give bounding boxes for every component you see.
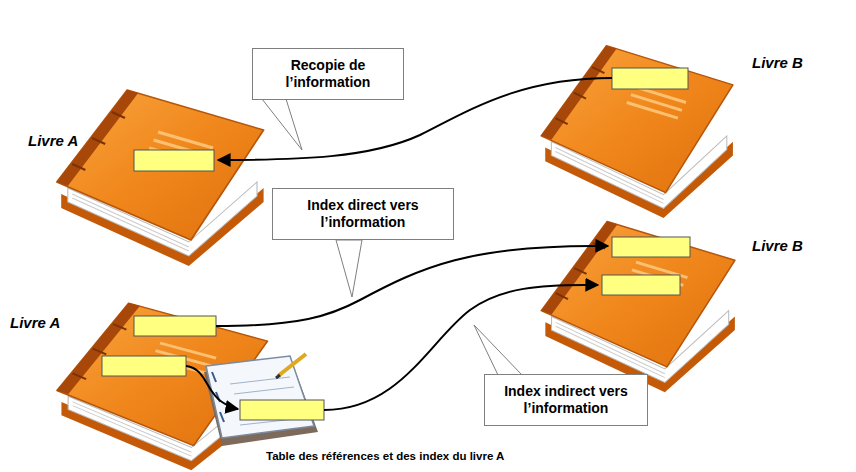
- callout-box: Recopie de l’information: [252, 48, 404, 100]
- book-name: Livre A: [10, 314, 60, 331]
- callout-box: Index direct vers l’information: [272, 188, 454, 240]
- caption-label: Table des références et des index du liv…: [266, 450, 504, 462]
- callout-box: Index indirect vers l’information: [484, 374, 648, 426]
- book-name: Livre B: [752, 237, 803, 254]
- book-name: Livre A: [28, 132, 78, 149]
- callout-text: Index direct vers l’information: [273, 197, 453, 231]
- callout-text: Recopie de l’information: [253, 57, 403, 91]
- book-name: Livre B: [752, 54, 803, 71]
- callout-text: Index indirect vers l’information: [485, 383, 647, 417]
